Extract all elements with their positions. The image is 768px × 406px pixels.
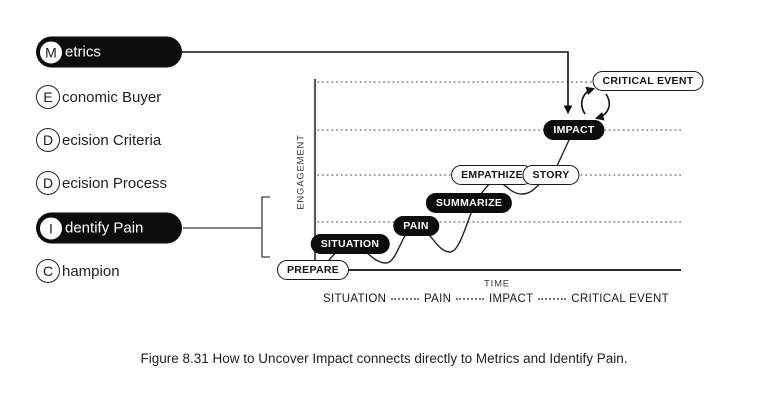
metrics-impact-connector: [180, 51, 573, 115]
dot-leader: [538, 298, 567, 300]
meddic-item-label: ecision Process: [62, 174, 168, 192]
stage-pill-situation: SITUATION: [310, 233, 390, 255]
stage-pill-impact: IMPACT: [543, 119, 605, 141]
timeline-label-critical-event: CRITICAL EVENT: [571, 293, 669, 305]
dot-leader: [391, 298, 420, 300]
cycle-arrows-icon: [581, 86, 610, 121]
timeline-labels-row: SITUATION PAIN IMPACT CRITICAL EVENT: [323, 292, 669, 306]
letter-circle-m: M: [39, 40, 63, 64]
letter-circle-i: I: [39, 216, 63, 240]
letter-circle-c: C: [36, 259, 60, 283]
timeline-label-situation: SITUATION: [323, 293, 387, 305]
letter-circle-d: D: [36, 128, 60, 152]
figure-caption: Figure 8.31 How to Uncover Impact connec…: [140, 351, 628, 366]
story-impact-link: [555, 139, 570, 169]
timeline-label-pain: PAIN: [424, 293, 452, 305]
stage-pill-prepare: PREPARE: [276, 259, 350, 281]
grouping-bracket: [261, 196, 270, 258]
stage-pill-pain: PAIN: [393, 215, 439, 237]
letter-circle-e: E: [36, 85, 60, 109]
stage-pill-summarize: SUMMARIZE: [425, 192, 513, 214]
stage-pill-story: STORY: [522, 164, 580, 186]
meddic-item-label: etrics: [65, 43, 101, 61]
timeline-label-impact: IMPACT: [489, 293, 534, 305]
meddic-item-label: hampion: [62, 262, 120, 280]
letter-circle-d2: D: [36, 171, 60, 195]
time-axis-label: TIME: [484, 278, 510, 290]
meddic-item-label: dentify Pain: [65, 219, 144, 237]
dotted-level-lines: [317, 81, 682, 223]
meddic-item-label: conomic Buyer: [62, 88, 162, 106]
engagement-axis-label: ENGAGEMENT: [295, 134, 307, 210]
stage-pill-critical-event: CRITICAL EVENT: [592, 70, 704, 92]
dot-leader: [456, 298, 485, 300]
stage-pill-empathize: EMPATHIZE: [451, 164, 533, 186]
meddic-item-label: ecision Criteria: [62, 131, 162, 149]
